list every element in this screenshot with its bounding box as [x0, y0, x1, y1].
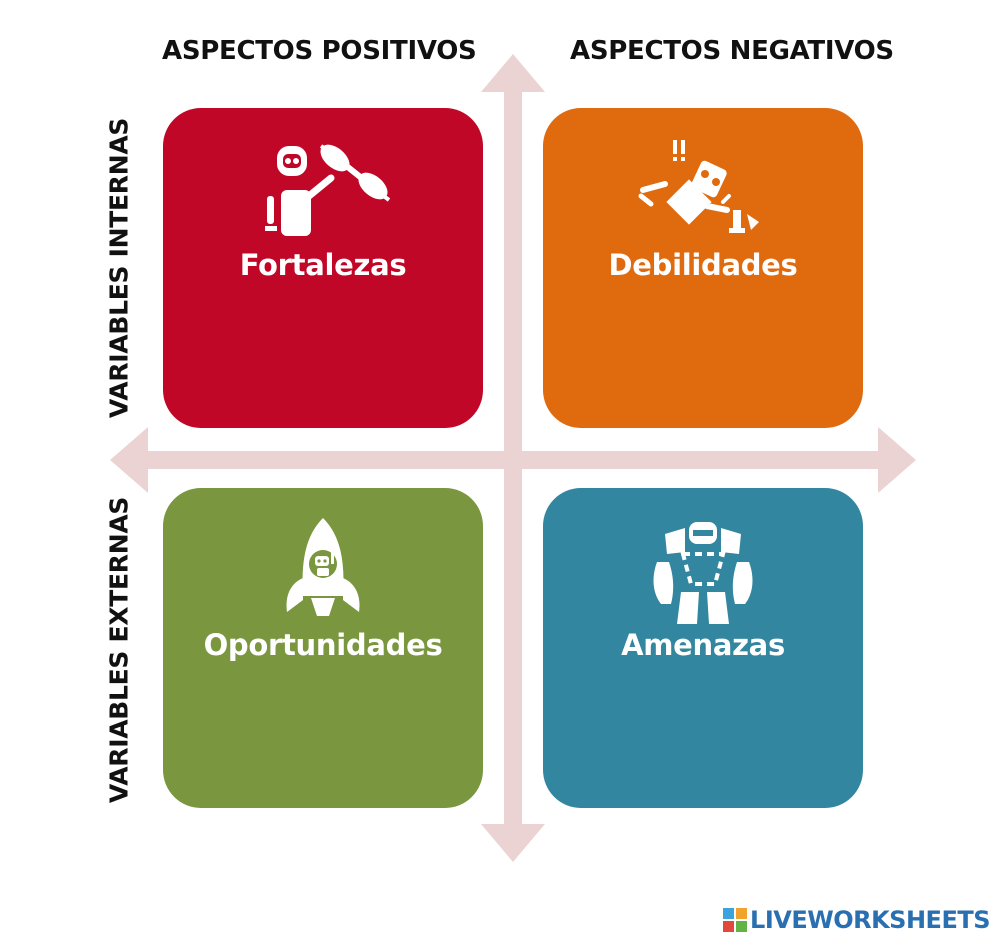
horizontal-axis [146, 451, 882, 469]
liveworksheets-watermark: LIVEWORKSHEETS [723, 906, 990, 934]
giant-robot-icon [653, 522, 753, 624]
quadrant-debilidades: Debilidades [543, 108, 863, 428]
liveworksheets-logo-icon [723, 908, 748, 932]
broken-robot-icon [638, 140, 759, 233]
quadrant-label-fortalezas: Fortalezas [239, 248, 407, 282]
quadrant-label-debilidades: Debilidades [608, 248, 798, 282]
liveworksheets-brand-text: LIVEWORKSHEETS [750, 906, 990, 934]
quadrant-label-oportunidades: Oportunidades [203, 628, 443, 662]
header-positive-aspects: ASPECTOS POSITIVOS [162, 36, 477, 66]
quadrant-label-amenazas: Amenazas [621, 628, 785, 662]
quadrant-amenazas: Amenazas [543, 488, 863, 808]
quadrant-fortalezas: Fortalezas [163, 108, 483, 428]
arrow-right [878, 427, 916, 493]
header-negative-aspects: ASPECTOS NEGATIVOS [570, 36, 894, 66]
arrow-up [481, 54, 545, 92]
header-external-variables: VARIABLES EXTERNAS [104, 496, 134, 804]
quadrant-oportunidades: Oportunidades [163, 488, 483, 808]
header-internal-variables: VARIABLES INTERNAS [104, 117, 134, 419]
arrow-left [110, 427, 148, 493]
arrow-down [481, 824, 545, 862]
robot-lifting-weights-icon [265, 144, 391, 236]
robot-rocket-icon [286, 518, 360, 616]
